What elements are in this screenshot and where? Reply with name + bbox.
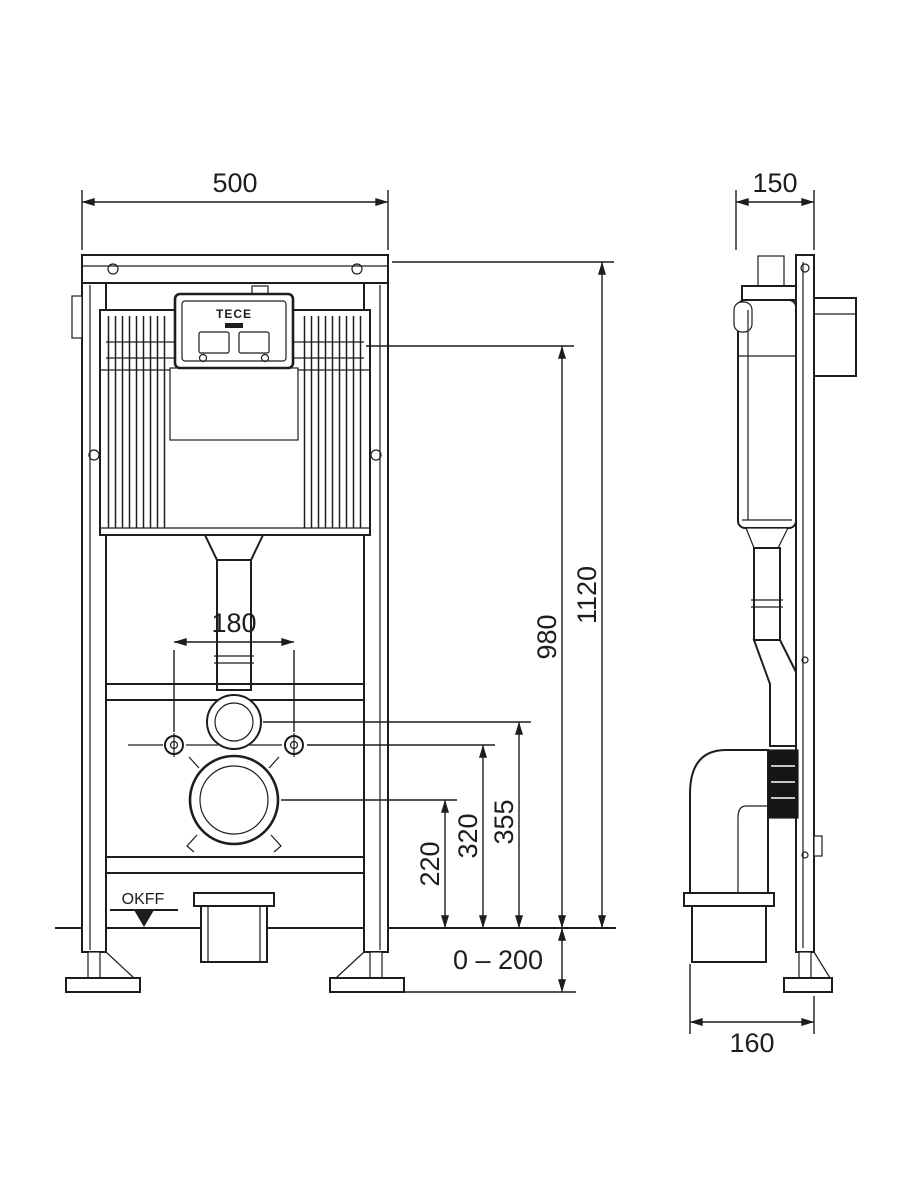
brand-logo-text: TECE xyxy=(216,307,252,321)
plate-screw-icon xyxy=(260,353,270,363)
flush-button-right xyxy=(238,331,270,354)
top-assembly xyxy=(757,255,785,287)
flush-button-left xyxy=(198,331,230,354)
dimension-outlet-height: 220 xyxy=(281,799,457,929)
foot-right xyxy=(329,951,405,993)
dimension-total-height: 1120 xyxy=(392,261,614,929)
plate-screw-icon xyxy=(198,353,208,363)
flush-bend-height-label: 355 xyxy=(489,799,519,844)
dimension-flush-bend-height: 355 xyxy=(263,721,531,929)
wc-fixing-points xyxy=(128,733,304,757)
dimension-fixing-height: 320 xyxy=(307,744,495,929)
foot-left xyxy=(65,951,141,993)
datum-label: OKFF xyxy=(122,891,165,908)
side-cistern xyxy=(733,299,797,529)
frame-depth-label: 150 xyxy=(752,168,797,198)
side-view xyxy=(683,254,857,993)
total-height-label: 1120 xyxy=(572,566,602,624)
flush-plate: TECE xyxy=(173,285,295,370)
cistern xyxy=(99,309,371,536)
dimension-fixing-spacing: 180 xyxy=(173,608,295,732)
dimension-outlet-depth: 160 xyxy=(689,964,815,1058)
side-rail xyxy=(795,254,815,953)
dimension-frame-width: 500 xyxy=(81,168,389,250)
rail-fixing-hole-icon xyxy=(801,656,809,664)
drain-socket xyxy=(193,892,275,963)
foot-adjustment-label: 0 – 200 xyxy=(453,945,543,975)
fixing-height-label: 320 xyxy=(453,813,483,858)
screw-hole-icon xyxy=(107,263,119,275)
front-view: TECE xyxy=(65,254,405,993)
flush-bend-outlet xyxy=(206,694,262,750)
cistern-hatch-right xyxy=(300,316,364,528)
side-foot xyxy=(783,951,833,993)
wall-bracket xyxy=(813,297,857,377)
access-shaft xyxy=(169,367,299,441)
rail-fixing-hole-icon xyxy=(801,851,809,859)
waste-outlet xyxy=(186,754,282,853)
side-drain-socket xyxy=(683,892,775,963)
actuation-height-label: 980 xyxy=(532,614,562,659)
outlet-height-label: 220 xyxy=(415,841,445,886)
frame-width-label: 500 xyxy=(212,168,257,198)
rail-clip xyxy=(71,295,83,339)
floor-datum: OKFF xyxy=(110,891,178,927)
flush-pipe xyxy=(203,534,265,691)
datum-triangle-icon xyxy=(134,910,154,927)
screw-hole-icon xyxy=(351,263,363,275)
rail-clip xyxy=(813,835,823,857)
outlet-depth-label: 160 xyxy=(729,1028,774,1058)
side-drain-elbow xyxy=(689,749,769,894)
dimension-actuation-height: 980 xyxy=(366,345,574,929)
side-flush-pipe xyxy=(745,527,797,747)
dimension-frame-depth: 150 xyxy=(735,168,815,250)
connection-seal xyxy=(767,749,799,819)
dimension-foot-adjustment: 0 – 200 xyxy=(404,927,576,993)
plate-side-profile xyxy=(741,285,797,301)
screw-hole-icon xyxy=(800,263,810,273)
cistern-hatch-left xyxy=(104,316,168,528)
frame-top-bar xyxy=(81,254,389,284)
logo-mark xyxy=(225,323,243,328)
fixing-spacing-label: 180 xyxy=(211,608,256,638)
